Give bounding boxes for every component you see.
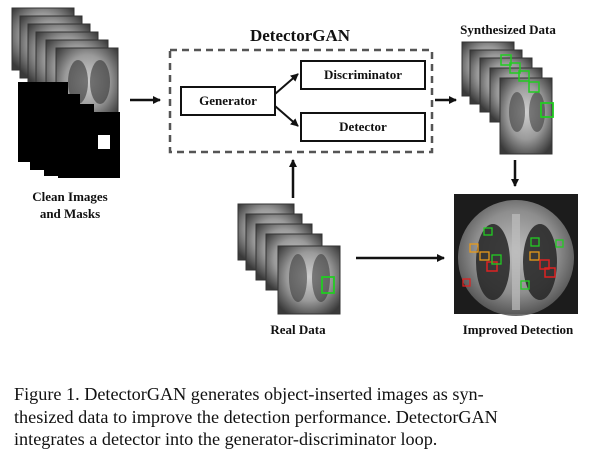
detector-box: Detector (300, 112, 426, 142)
discriminator-box: Discriminator (300, 60, 426, 90)
detectorgan-figure (11, 7, 578, 316)
detectorgan-container (168, 48, 434, 154)
improved-detection-label: Improved Detection (462, 322, 574, 337)
synthesized-data-stack (461, 41, 554, 155)
generator-box: Generator (180, 86, 276, 116)
caption-line-3: integrates a detector into the generator… (14, 429, 438, 449)
arrow-generator-to-discriminator (274, 73, 299, 95)
caption-line-2: thesized data to improve the detection p… (14, 406, 498, 427)
caption-line-1: Figure 1. DetectorGAN generates object-i… (14, 384, 484, 404)
detectorgan-title: DetectorGAN (249, 26, 351, 45)
improved-detection-image (454, 194, 578, 316)
clean-images-label-line1: Clean Images (32, 189, 108, 204)
real-data-label: Real Data (270, 322, 326, 337)
clean-images-label: Clean Images and Masks (14, 188, 126, 222)
arrow-generator-to-detector (274, 105, 299, 127)
synthesized-data-label: Synthesized Data (460, 22, 556, 37)
clean-images-label-line2: and Masks (39, 206, 101, 221)
figure-caption: Figure 1. DetectorGAN generates object-i… (14, 383, 594, 451)
real-data-stack (237, 203, 341, 315)
mask-stack (18, 82, 120, 178)
